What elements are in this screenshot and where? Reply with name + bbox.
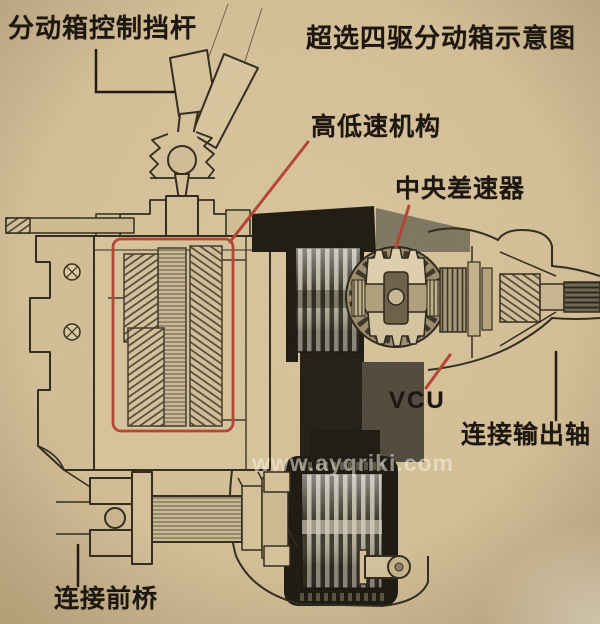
label-output-shaft: 连接输出轴 [461, 421, 592, 449]
label-center-differential: 中央差速器 [395, 175, 526, 203]
watermark: www.ayqriki.com [252, 450, 455, 476]
label-vcu: VCU [389, 387, 446, 414]
label-control-lever: 分动箱控制挡杆 [8, 13, 198, 43]
label-high-low-mechanism: 高低速机构 [311, 113, 442, 141]
diagram-title: 超选四驱分动箱示意图 [306, 23, 577, 53]
label-front-axle: 连接前桥 [54, 585, 159, 613]
